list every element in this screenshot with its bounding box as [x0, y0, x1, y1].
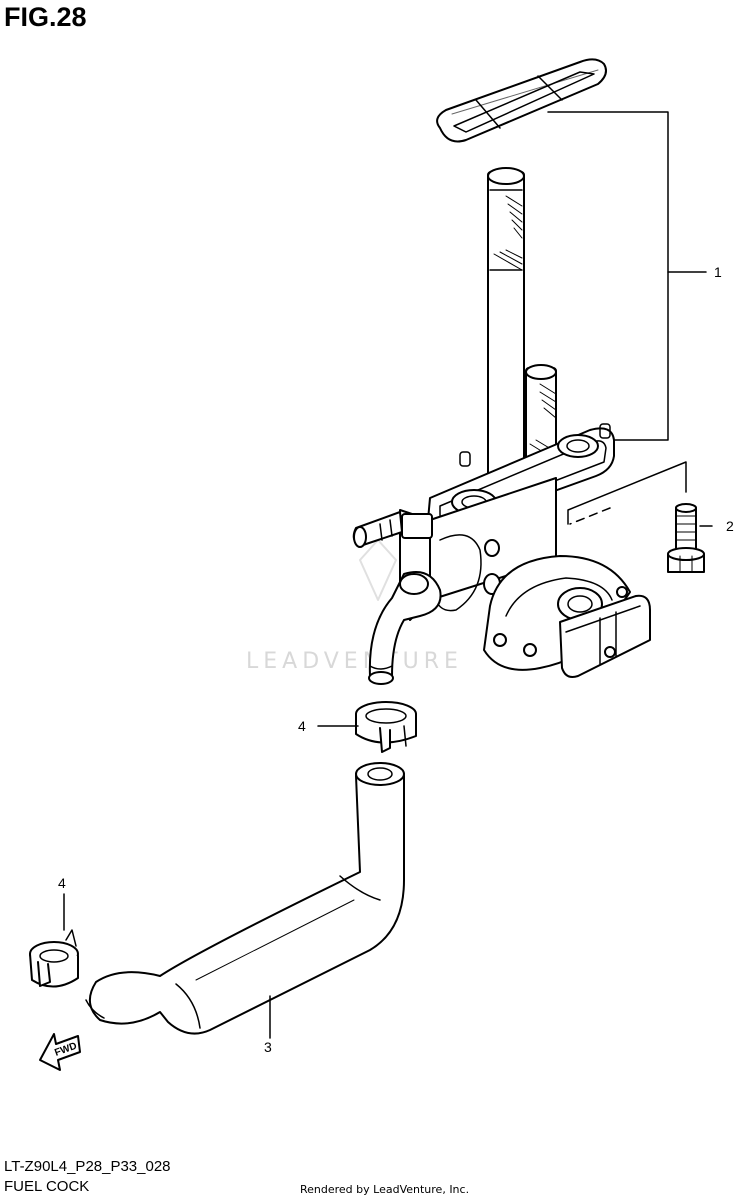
figure-name: FUEL COCK — [4, 1178, 90, 1195]
credit-text: Rendered by LeadVenture, Inc. — [300, 1183, 470, 1196]
outlet-elbow[interactable] — [368, 571, 442, 685]
callout-4-lower: 4 — [58, 875, 66, 891]
callout-2: 2 — [726, 518, 734, 534]
fuel-hose[interactable] — [85, 762, 405, 1035]
gasket-part[interactable] — [436, 58, 607, 143]
hose-clamp-upper[interactable] — [355, 701, 417, 753]
watermark-text: LEADVENTURE — [246, 649, 463, 674]
bolt-part[interactable] — [667, 503, 705, 573]
hose-clamp-lower[interactable] — [29, 929, 79, 988]
strainer-pipe-long[interactable] — [487, 167, 525, 483]
fwd-arrow-icon: FWD — [39, 1033, 81, 1071]
mesh-pattern-top — [493, 195, 523, 271]
callout-1: 1 — [714, 264, 722, 280]
callout-4-upper: 4 — [298, 718, 306, 734]
lever-knob[interactable] — [559, 594, 651, 678]
figure-code: LT-Z90L4_P28_P33_028 — [4, 1158, 171, 1175]
figure-title: FIG.28 — [4, 2, 87, 32]
watermark: LEADVENTURE — [246, 539, 463, 674]
leader-lines — [63, 111, 713, 1039]
callout-3: 3 — [264, 1039, 272, 1055]
